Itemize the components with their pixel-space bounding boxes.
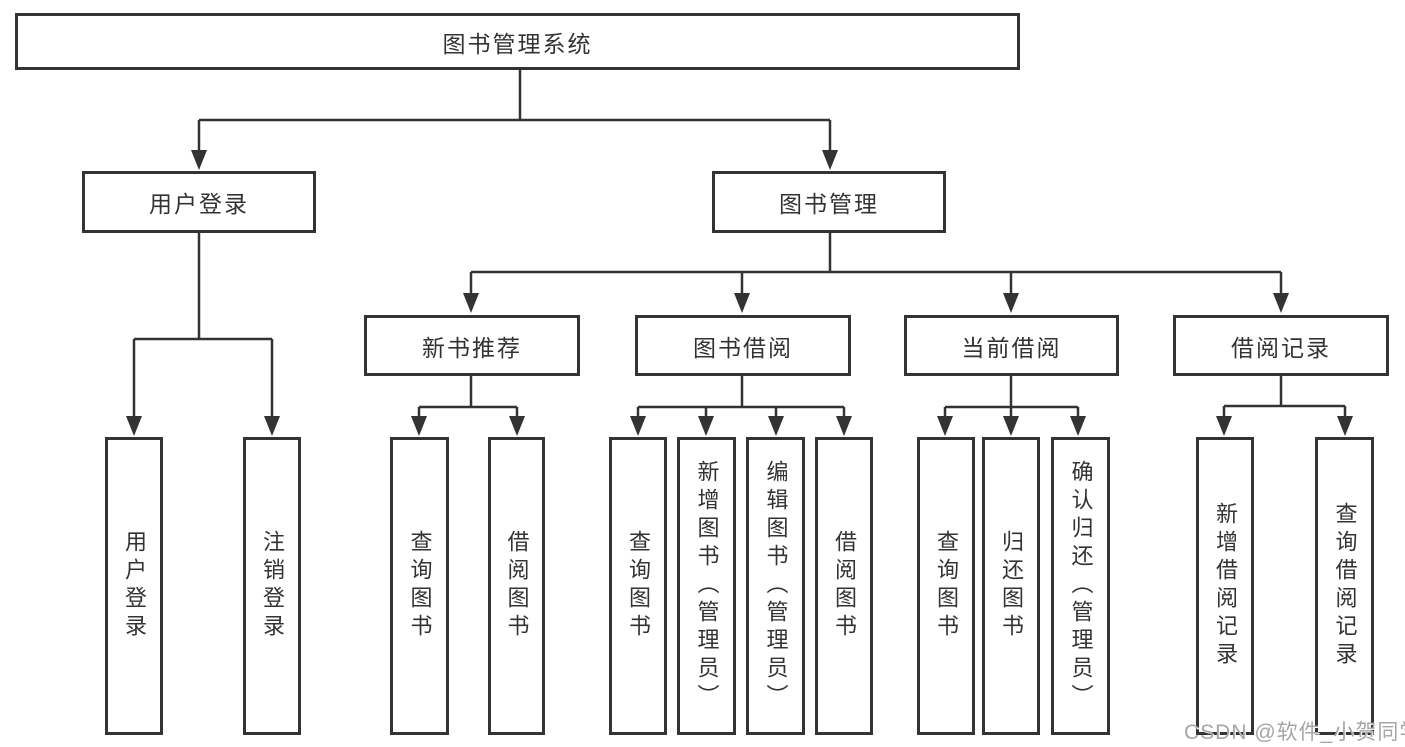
leaf-user-login: 用户登录 bbox=[105, 437, 163, 735]
leaf-current-confirm-return-admin-label: 确认归还（管理员） bbox=[1068, 460, 1094, 712]
leaf-borrow-query-books: 查询图书 bbox=[609, 437, 667, 735]
arrow-icon bbox=[509, 416, 525, 436]
leaf-newrec-query-books-label: 查询图书 bbox=[407, 530, 433, 642]
arrow-icon bbox=[768, 416, 784, 436]
csdn-watermark: CSDN @软件_小贺同学 bbox=[1184, 721, 1405, 744]
leaf-newrec-borrow-books-label: 借阅图书 bbox=[504, 530, 530, 642]
leaf-records-add-record-label: 新增借阅记录 bbox=[1213, 502, 1238, 670]
node-new-book-recommend: 新书推荐 bbox=[364, 315, 580, 376]
leaf-logout-label: 注销登录 bbox=[260, 530, 285, 642]
leaf-borrow-edit-books-admin: 编辑图书（管理员） bbox=[746, 437, 805, 735]
node-book-borrow: 图书借阅 bbox=[635, 315, 851, 376]
node-book-management: 图书管理 bbox=[712, 171, 946, 233]
leaf-records-add-record: 新增借阅记录 bbox=[1196, 437, 1254, 735]
node-current-borrow-label: 当前借阅 bbox=[961, 334, 1062, 361]
leaf-borrow-edit-books-admin-label: 编辑图书（管理员） bbox=[763, 460, 789, 712]
connector-current-borrow-children bbox=[943, 376, 1080, 421]
arrow-icon bbox=[1273, 293, 1289, 313]
arrow-icon bbox=[734, 293, 750, 313]
node-user-login-label: 用户登录 bbox=[149, 191, 249, 217]
arrow-icon bbox=[463, 293, 479, 313]
arrow-icon bbox=[191, 150, 207, 170]
arrow-icon bbox=[411, 416, 427, 436]
node-user-login: 用户登录 bbox=[82, 171, 316, 233]
arrow-icon bbox=[1216, 416, 1232, 436]
connector-new-rec-children bbox=[417, 376, 519, 421]
arrow-icon bbox=[1337, 416, 1353, 436]
leaf-user-login-label: 用户登录 bbox=[122, 530, 147, 642]
leaf-current-query-books: 查询图书 bbox=[917, 437, 975, 735]
leaf-current-confirm-return-admin: 确认归还（管理员） bbox=[1051, 437, 1110, 735]
arrow-icon bbox=[698, 416, 714, 436]
leaf-borrow-borrow-books: 借阅图书 bbox=[815, 437, 873, 735]
leaf-records-query-record-label: 查询借阅记录 bbox=[1332, 502, 1358, 670]
node-book-management-label: 图书管理 bbox=[779, 191, 879, 217]
arrow-icon bbox=[1003, 416, 1019, 436]
connector-borrow-records-children bbox=[1222, 376, 1347, 421]
leaf-borrow-query-books-label: 查询图书 bbox=[626, 530, 651, 642]
node-root-label: 图书管理系统 bbox=[442, 30, 593, 57]
arrow-icon bbox=[1003, 293, 1019, 313]
leaf-newrec-query-books: 查询图书 bbox=[390, 437, 449, 735]
connector-book-borrow-children bbox=[636, 376, 846, 421]
connector-book-mgmt-children bbox=[469, 233, 1283, 297]
leaf-current-return-books-label: 归还图书 bbox=[999, 530, 1024, 642]
arrow-icon bbox=[126, 416, 142, 436]
leaf-borrow-add-books-admin: 新增图书（管理员） bbox=[677, 437, 736, 735]
arrow-icon bbox=[264, 416, 280, 436]
leaf-current-query-books-label: 查询图书 bbox=[934, 530, 959, 642]
arrow-icon bbox=[937, 416, 953, 436]
node-root: 图书管理系统 bbox=[15, 13, 1020, 70]
arrow-icon bbox=[630, 416, 646, 436]
node-new-book-recommend-label: 新书推荐 bbox=[422, 334, 522, 361]
leaf-current-return-books: 归还图书 bbox=[982, 437, 1040, 735]
leaf-borrow-add-books-admin-label: 新增图书（管理员） bbox=[694, 460, 720, 712]
arrow-icon bbox=[1070, 416, 1086, 436]
connector-root-to-level2 bbox=[197, 70, 832, 154]
node-book-borrow-label: 图书借阅 bbox=[693, 334, 793, 361]
node-borrow-records-label: 借阅记录 bbox=[1231, 334, 1331, 361]
leaf-records-query-record: 查询借阅记录 bbox=[1315, 437, 1374, 735]
node-borrow-records: 借阅记录 bbox=[1173, 315, 1389, 376]
leaf-logout: 注销登录 bbox=[243, 437, 301, 735]
arrow-icon bbox=[836, 416, 852, 436]
leaf-newrec-borrow-books: 借阅图书 bbox=[488, 437, 545, 735]
arrow-icon bbox=[822, 150, 838, 170]
leaf-borrow-borrow-books-label: 借阅图书 bbox=[832, 530, 857, 642]
node-current-borrow: 当前借阅 bbox=[904, 315, 1119, 376]
connector-user-login-children bbox=[132, 233, 274, 421]
